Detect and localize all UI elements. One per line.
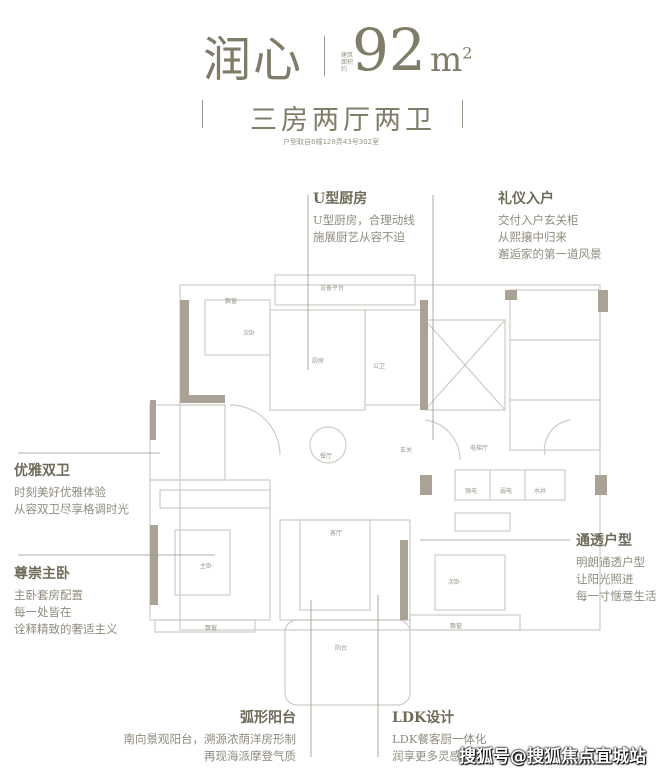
- callout-title: U型厨房: [313, 191, 368, 207]
- callout-text: 时刻美好优雅体验从容双卫尽享格调时光: [14, 484, 129, 518]
- outer-outline: [179, 284, 601, 631]
- source-note: 户型取自6幢128弄43号302室: [283, 138, 380, 146]
- callout-text: 交付入户玄关柜从熙攘中归来邂逅家的第一道风景: [498, 212, 602, 263]
- room-bay1: 飘窗: [225, 297, 237, 305]
- callout-line: 交付入户玄关柜: [498, 213, 579, 227]
- callout-line: 从熙攘中归来: [498, 230, 567, 244]
- area-label: 建筑 面积 约: [341, 52, 353, 73]
- callout-line: 南向景观阳台，溯源浓荫洋房形制: [123, 732, 297, 746]
- room-bath: 公卫: [373, 363, 385, 370]
- callout-text: 南向景观阳台，溯源浓荫洋房形制再现海派摩登气质: [36, 731, 297, 765]
- layout-type: 三房两厅两卫: [250, 105, 436, 136]
- callout-line: 润享更多灵感空间: [392, 749, 484, 763]
- callout-title: 通透户型: [576, 533, 632, 549]
- callout-master: 尊崇主卧 主卧套房配置每一处皆在诠释精致的奢适主义: [14, 563, 118, 638]
- callout-ldk: LDK设计 LDK餐客厨一体化润享更多灵感空间: [392, 707, 486, 765]
- callout-title: 尊崇主卧: [14, 566, 70, 582]
- room-balcony: 阳台: [335, 644, 347, 652]
- room-master: 主卧: [200, 562, 212, 570]
- divider-right: [462, 100, 463, 128]
- room-bed3: 次卧: [448, 578, 460, 586]
- callout-line: 时刻美好优雅体验: [14, 485, 106, 499]
- callout-title: 优雅双卫: [14, 463, 70, 479]
- divider: [324, 36, 325, 76]
- room-kitchen: 厨房: [312, 357, 324, 365]
- room-foyer: 玄关: [400, 446, 412, 454]
- callout-bathrooms: 优雅双卫 时刻美好优雅体验从容双卫尽享格调时光: [14, 460, 129, 518]
- callout-line: 明朗通透户型: [576, 555, 645, 569]
- room-bay2: 飘窗: [205, 624, 217, 632]
- watermark: 搜狐号@搜狐焦点宜城站: [459, 747, 646, 767]
- callout-line: 施展厨艺从容不迫: [313, 230, 405, 244]
- unit-m: m: [430, 40, 463, 80]
- callout-line: U型厨房，合理动线: [313, 213, 415, 227]
- room-bay3: 飘窗: [450, 622, 462, 630]
- area-value: 92: [352, 16, 426, 84]
- callout-line: 让阳光照进: [576, 572, 634, 586]
- project-name: 润心: [203, 32, 304, 88]
- callout-line: LDK餐客厨一体化: [392, 732, 487, 746]
- callout-line: 每一处皆在: [14, 605, 72, 619]
- callout-line: 再现海派摩登气质: [204, 749, 296, 763]
- room-dining: 餐厅: [320, 452, 332, 460]
- unit-sup: 2: [462, 43, 473, 63]
- callout-balcony: 弧形阳台 南向景观阳台，溯源浓荫洋房形制再现海派摩登气质: [36, 707, 297, 765]
- area-unit: m2: [430, 40, 472, 80]
- callout-title: LDK设计: [392, 710, 455, 726]
- room-platform: 设备平台: [320, 284, 344, 292]
- room-strong: 强电: [465, 487, 477, 495]
- callout-entry: 礼仪入户 交付入户玄关柜从熙攘中归来邂逅家的第一道风景: [498, 188, 602, 263]
- callout-line: 从容双卫尽享格调时光: [14, 502, 129, 516]
- callout-text: U型厨房，合理动线施展厨艺从容不迫: [313, 212, 415, 246]
- callout-line: 诠释精致的奢适主义: [14, 622, 118, 636]
- callout-line: 邂逅家的第一道风景: [498, 247, 602, 261]
- room-bed2: 次卧: [243, 329, 255, 337]
- room-weak: 弱电: [500, 487, 512, 495]
- area-label-2: 面积: [341, 59, 354, 66]
- callout-text: LDK餐客厨一体化润享更多灵感空间: [392, 731, 486, 765]
- callout-title: 弧形阳台: [240, 710, 296, 726]
- room-water: 水井: [534, 487, 546, 495]
- callout-title: 礼仪入户: [498, 191, 554, 207]
- room-lift: 电梯厅: [470, 444, 488, 452]
- callout-line: 主卧套房配置: [14, 588, 83, 602]
- area-label-3: 约: [341, 66, 348, 73]
- callout-kitchen: U型厨房 U型厨房，合理动线施展厨艺从容不迫: [313, 188, 415, 246]
- callout-ventilation: 通透户型 明朗通透户型让阳光照进每一寸惬意生活: [576, 530, 657, 605]
- room-living: 客厅: [330, 529, 342, 537]
- callout-line: 每一寸惬意生活: [576, 589, 657, 603]
- callout-text: 明朗通透户型让阳光照进每一寸惬意生活: [576, 554, 657, 605]
- area-label-1: 建筑: [341, 52, 354, 59]
- callout-text: 主卧套房配置每一处皆在诠释精致的奢适主义: [14, 587, 118, 638]
- divider-left: [202, 100, 203, 128]
